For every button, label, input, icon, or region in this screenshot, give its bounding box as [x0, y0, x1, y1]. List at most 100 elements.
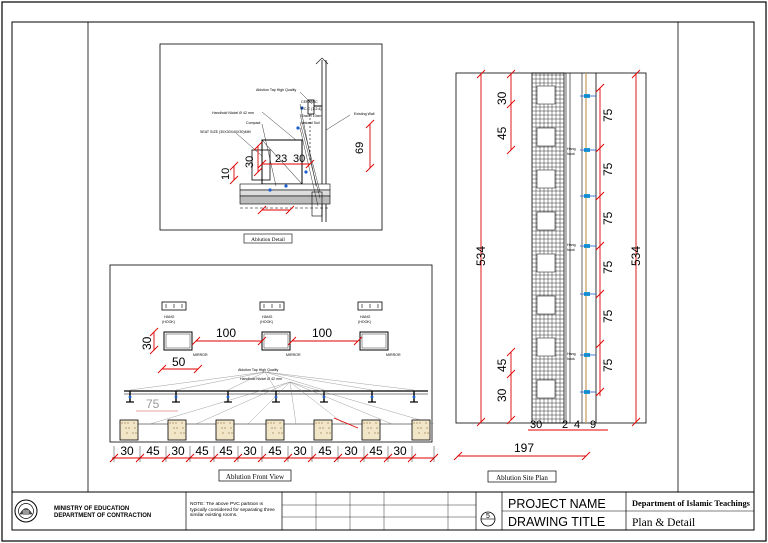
project-name: PROJECT NAME: [508, 497, 606, 511]
sheet-number: 5: [486, 513, 490, 520]
tap-marker: [128, 395, 132, 399]
sheet-title: Plan & Detail: [632, 517, 695, 529]
seat-speckle: [228, 432, 230, 434]
seat-speckle: [174, 432, 176, 434]
leader-line: [247, 381, 291, 425]
front-hook-label-1: (HOOK): [162, 320, 175, 324]
tap-marker: [174, 395, 178, 399]
detail-label-soil: Natural Soil: [301, 121, 320, 125]
seat-speckle: [173, 427, 175, 429]
front-mirror-width: 50: [172, 355, 186, 369]
seat-speckle: [230, 427, 232, 429]
site-right-seg-1: 75: [601, 108, 615, 122]
front-tap-label: Ablution Tap High Quality: [238, 368, 278, 372]
cabinet-opening: [536, 169, 556, 189]
bottom-dim-3: 30: [171, 444, 185, 458]
detail-label-wall: Existing Wall: [354, 112, 375, 116]
seat-speckle: [322, 427, 324, 429]
leader-line: [289, 381, 435, 425]
detail-dim-tap-height: 69: [354, 142, 366, 154]
site-hook-label-2b: hook: [567, 248, 575, 252]
site-left-seg-3: 45: [495, 358, 509, 372]
seat-speckle: [320, 432, 322, 434]
front-mirror-label-1: MIRROR: [193, 353, 208, 357]
site-left-total: 534: [474, 246, 488, 266]
cabinet-opening: [536, 295, 556, 315]
detail-dim-seat-width: 23: [275, 153, 287, 165]
front-spacing-1: 100: [216, 326, 236, 340]
tap-marker: [370, 395, 374, 399]
site-bottom-seg-1: 30: [530, 419, 542, 431]
leader-line: [264, 371, 277, 391]
right-dim-tick: [595, 289, 605, 299]
seat-speckle: [327, 422, 329, 424]
leader-line: [149, 381, 291, 425]
site-bottom-seg-2: 2: [562, 419, 568, 431]
detail-label-tap: Ablution Tap High Quality: [256, 88, 296, 92]
leader-line: [264, 371, 373, 391]
seat-speckle: [278, 432, 280, 434]
seat-speckle: [321, 422, 323, 424]
seat-speckle: [329, 432, 331, 434]
seat-speckle: [272, 432, 274, 434]
front-hang-label-3: HANG: [360, 315, 371, 319]
detail-label-ceramic: CERAMIC: [301, 100, 318, 104]
site-hook-label-1b: hook: [567, 152, 575, 156]
seat-speckle: [425, 422, 427, 424]
bottom-dim-8: 30: [293, 444, 307, 458]
site-hook-label-3: Hang: [567, 352, 576, 356]
seat-speckle: [134, 427, 136, 429]
front-caption-box: [218, 469, 292, 482]
seat-speckle: [169, 422, 171, 424]
ablution-front-view: HANG (HOOK) HANG (HOOK) HANG (HOOK) MIRR…: [109, 264, 439, 482]
site-hook-label-3b: hook: [567, 357, 575, 361]
org-line-1: MINISTRY OF EDUCATION: [54, 506, 129, 512]
cabinet-opening: [536, 127, 556, 147]
seat-speckle: [279, 422, 281, 424]
seat-speckle: [315, 422, 317, 424]
seat-speckle: [222, 432, 224, 434]
bottom-dim-4: 45: [195, 444, 209, 458]
seat-speckle: [419, 422, 421, 424]
site-hook-label-2: Hang: [567, 243, 576, 247]
org-line-2: DEPARTMENT OF CONTRACTION: [54, 513, 151, 519]
site-caption: Ablution Site Plan: [496, 474, 548, 482]
title-note: NOTE: The above PVC partition is typical…: [190, 502, 275, 519]
seat-speckle: [417, 427, 419, 429]
bottom-dim-12: 30: [393, 444, 407, 458]
leader-line: [227, 371, 266, 391]
ministry-emblem-icon: [14, 499, 38, 523]
cabinet-opening: [536, 211, 556, 231]
tap-marker: [226, 395, 230, 399]
mirror-2: [261, 331, 291, 351]
seat-speckle: [319, 427, 321, 429]
detail-label-seat: SEAT SIZE (30X30X40X30)MM: [200, 130, 251, 134]
front-hook-label-3: (HOOK): [358, 320, 371, 324]
seat-speckle: [375, 422, 377, 424]
bottom-dim-5: 45: [219, 444, 233, 458]
seat-speckle: [427, 432, 429, 434]
seat-speckle: [229, 422, 231, 424]
seat-speckle: [318, 422, 320, 424]
cabinet-opening: [536, 379, 556, 399]
seat-speckle: [135, 432, 137, 434]
seat-speckle: [271, 427, 273, 429]
ablution-site-plan: Hang hook Hang hook Hang hook: [453, 69, 647, 483]
detail-dim-seat-height: 30: [244, 156, 256, 168]
site-right-seg-3: 75: [601, 211, 615, 225]
detail-label-handhold: Handhold Nickel Ø 42 mm: [212, 111, 254, 115]
front-hang-label-1: HANG: [164, 315, 175, 319]
seat-speckle: [377, 432, 379, 434]
front-frame: [109, 264, 433, 443]
title-block: MINISTRY OF EDUCATION DEPARTMENT OF CONT…: [12, 491, 754, 530]
front-mirror-label-2: MIRROR: [286, 353, 301, 357]
seat-speckle: [280, 427, 282, 429]
seat-speckle: [413, 422, 415, 424]
tap-marker: [274, 395, 278, 399]
seat-speckle: [376, 427, 378, 429]
site-left-seg-1: 30: [495, 91, 509, 105]
seat-speckle: [370, 427, 372, 429]
seat-speckle: [270, 422, 272, 424]
